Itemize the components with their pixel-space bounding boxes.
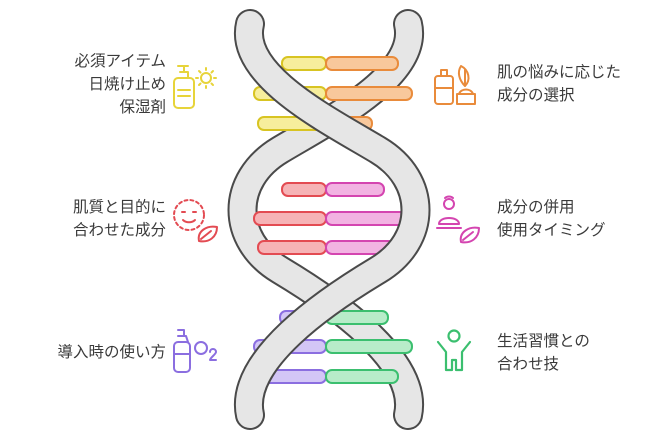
label-line: 保湿剤 (119, 98, 166, 116)
person-leaf-icon (436, 195, 480, 244)
face-leaf-icon (173, 199, 218, 243)
rung-left-1 (281, 56, 327, 71)
label-skin-type-ingredients: 肌質と目的に 合わせた成分 (73, 196, 166, 242)
skincare-products-icon (434, 65, 476, 105)
label-line: 肌の悩みに応じた (497, 63, 622, 81)
helix-front-strand (233, 9, 431, 430)
label-line: 必須アイテム (74, 52, 166, 70)
rung-left-4 (281, 182, 327, 197)
label-lifestyle-combination: 生活習慣との 合わせ技 (497, 330, 590, 376)
label-essential-items: 必須アイテム 日焼け止め 保湿剤 (75, 50, 166, 119)
rung-right-9 (325, 369, 399, 384)
label-combination-timing: 成分の併用 使用タイミング (497, 196, 606, 242)
rung-right-1 (325, 56, 399, 71)
label-line: 合わせた成分 (72, 221, 166, 239)
rung-right-4 (325, 182, 385, 197)
sunscreen-bottle-sun-icon (173, 65, 217, 109)
label-line: 肌質と目的に (72, 198, 166, 216)
label-line: 生活習慣との (497, 332, 590, 350)
label-line: 成分の併用 (497, 198, 575, 216)
rung-right-2 (325, 86, 413, 101)
label-line: 合わせ技 (497, 355, 560, 373)
label-ingredient-selection: 肌の悩みに応じた 成分の選択 (497, 61, 621, 107)
rung-left-6 (257, 240, 327, 255)
rung-group-red-magenta (253, 182, 413, 255)
label-line: 日焼け止め (88, 75, 166, 93)
rung-left-5 (253, 211, 327, 226)
label-introduction-usage: 導入時の使い方 (57, 341, 166, 364)
label-line: 成分の選択 (497, 86, 575, 104)
person-arms-up-icon (436, 329, 472, 372)
label-line: 導入時の使い方 (57, 343, 166, 361)
rung-right-8 (325, 339, 413, 354)
label-line: 使用タイミング (497, 221, 606, 239)
bottle-oxygen-icon (173, 329, 217, 373)
